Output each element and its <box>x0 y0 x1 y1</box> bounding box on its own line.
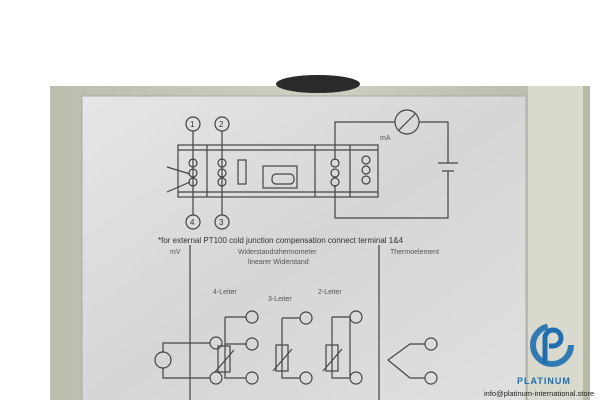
linear-label: linearer Widerstand <box>248 259 309 266</box>
terminal-numbers: 1 2 3 4 <box>190 120 224 227</box>
three-wire-label: 3-Leiter <box>268 296 292 303</box>
terminal-3: 3 <box>219 218 224 227</box>
knob <box>276 75 360 93</box>
ma-label: mA <box>380 135 391 142</box>
brand-name: PLATINUM <box>517 376 571 386</box>
rtd-label: Widerstandsthermometer <box>238 249 317 256</box>
label-plate <box>81 95 527 400</box>
terminal-2: 2 <box>219 120 224 129</box>
thermo-label: Thermoelement <box>390 249 439 256</box>
wiring-diagram <box>154 109 458 400</box>
four-wire-label: 4-Leiter <box>213 289 237 296</box>
terminal-1: 1 <box>190 120 195 129</box>
mv-label: mV <box>170 249 181 256</box>
platinum-logo <box>530 323 574 367</box>
terminal-4: 4 <box>190 218 195 227</box>
brand-email: info@platinum-international.store <box>484 389 594 398</box>
two-wire-label: 2-Leiter <box>318 289 342 296</box>
note-text: *for external PT100 cold junction compen… <box>158 236 404 245</box>
